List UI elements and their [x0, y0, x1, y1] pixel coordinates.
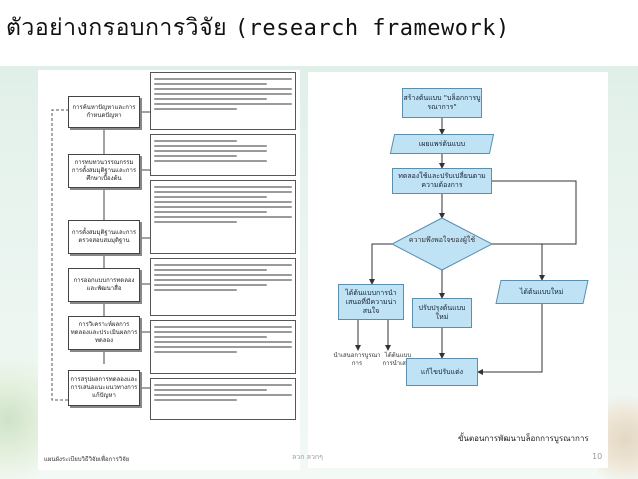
flow-node-final: แก้ไขปรับแต่ง: [406, 358, 478, 386]
flow-node-revise: ปรับปรุงต้นแบบใหม่: [412, 298, 472, 328]
flow-node-start: สร้างต้นแบบ "บล็อกการบูรณาการ": [402, 88, 482, 118]
research-methodology-figure: การค้นหาปัญหาและการกำหนดปัญหา การทบทวนวร…: [38, 70, 300, 470]
step-description-2: [150, 134, 296, 176]
title-band: ตัวอย่างกรอบการวิจัย (research framework…: [0, 0, 638, 66]
step-description-5: [150, 320, 296, 374]
flow-node-decision-label: ความพึงพอใจของผู้ใช้: [408, 236, 476, 244]
flow-output-2: ได้ต้นแบบการนำเสนอ: [382, 352, 414, 367]
step-description-6: [150, 378, 296, 420]
step-box-4: การออกแบบการทดลองและพัฒนาสื่อ: [68, 268, 140, 302]
step-description-4: [150, 258, 296, 316]
slide-title-thai: ตัวอย่างกรอบการวิจัย: [6, 15, 228, 41]
footer-text: ลวก ลวกๆ: [292, 453, 323, 461]
step-box-6: การสรุปผลการทดลองและการเสนอแนะแนวทางการแ…: [68, 370, 140, 406]
decision-diamond: [390, 217, 494, 271]
step-box-2: การทบทวนวรรณกรรมการตั้งสมมุติฐานและการศึ…: [68, 154, 140, 188]
flow-node-new-prototype-label: ได้ต้นแบบใหม่: [520, 287, 564, 296]
flow-output-1: นำเสนอการบูรณาการ: [333, 352, 381, 367]
page-number: 10: [592, 452, 603, 461]
flow-node-left-branch: ได้ต้นแบบการนำเสนอที่มีความน่าสนใจ: [338, 284, 404, 320]
step-description-3: [150, 180, 296, 254]
slide-title: ตัวอย่างกรอบการวิจัย (research framework…: [6, 10, 510, 46]
flow-node-publish: เผยแพร่ต้นแบบ: [389, 134, 495, 154]
step-box-3: การตั้งสมมุติฐานและการตรวจสอบสมมุติฐาน: [68, 220, 140, 254]
step-box-1: การค้นหาปัญหาและการกำหนดปัญหา: [68, 96, 140, 128]
slide-title-english: (research framework): [234, 16, 510, 41]
flow-node-trial: ทดลองใช้และปรับเปลี่ยนตามความต้องการ: [392, 168, 492, 194]
step-box-5: การวิเคราะห์ผลการทดลองและประเมินผลการทดล…: [68, 316, 140, 350]
development-flowchart-figure: สร้างต้นแบบ "บล็อกการบูรณาการ" เผยแพร่ต้…: [308, 72, 608, 468]
flow-node-publish-label: เผยแพร่ต้นแบบ: [418, 139, 466, 148]
flowchart-caption: ขั้นตอนการพัฒนาบล็อกการบูรณาการ: [458, 434, 589, 443]
decorative-plant-left: [0, 330, 40, 479]
flowchart-connectors: [355, 118, 577, 375]
methodology-caption: แผนผังระเบียบวิธีวิจัยเพื่อการวิจัย: [44, 456, 130, 463]
methodology-connectors: [51, 109, 150, 401]
step-description-1: [150, 72, 296, 130]
flow-node-new-prototype: ได้ต้นแบบใหม่: [495, 280, 589, 304]
